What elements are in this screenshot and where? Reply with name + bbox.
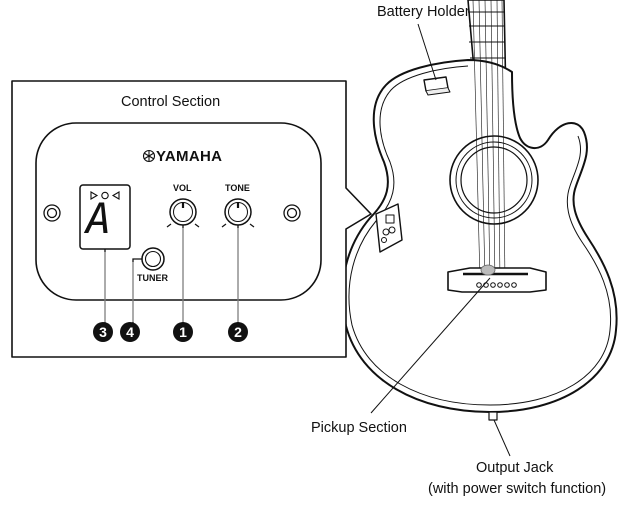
- control-section-label: Control Section: [121, 94, 221, 110]
- panel-brand: YAMAHA: [156, 148, 223, 165]
- leader-lines: [370, 23, 511, 457]
- tuning-indicators: [90, 191, 120, 200]
- tone-label: TONE: [225, 183, 250, 193]
- vol-knob: [166, 198, 200, 228]
- tone-knob: [221, 198, 255, 228]
- callout-1: 1: [179, 324, 187, 340]
- guitar: [341, 0, 618, 421]
- callout-4: 4: [126, 324, 134, 340]
- output-jack-label: Output Jack: [476, 460, 554, 476]
- screws: [43, 204, 301, 222]
- pickup-marker: [480, 264, 496, 276]
- yamaha-emblem: [142, 149, 156, 163]
- battery-holder-label: Battery Holder: [377, 4, 470, 20]
- callout-2: 2: [234, 324, 242, 340]
- tuner-button: [141, 247, 165, 271]
- strings: [472, 0, 506, 283]
- callout-badges: [93, 322, 248, 342]
- tuner-label: TUNER: [137, 273, 168, 283]
- output-jack-sublabel: (with power switch function): [428, 481, 607, 497]
- guitar-body: [341, 59, 618, 413]
- output-jack: [488, 411, 498, 421]
- tuner-display-char: A: [86, 194, 112, 243]
- guitar-binding: [348, 65, 612, 406]
- guitar-bridge: [447, 267, 547, 293]
- pickup-section-label: Pickup Section: [311, 420, 407, 436]
- vol-label: VOL: [173, 183, 192, 193]
- callout-3: 3: [99, 324, 107, 340]
